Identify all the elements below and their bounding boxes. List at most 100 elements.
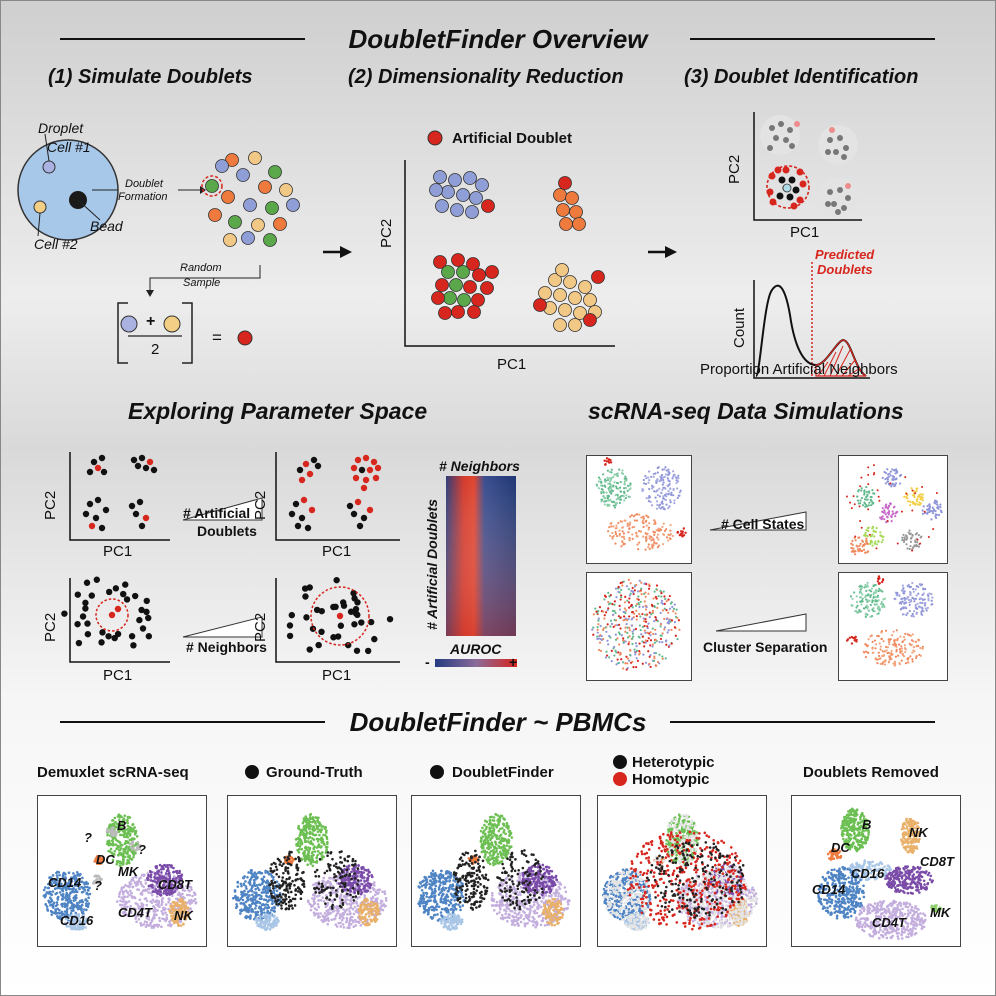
simulated-cell	[215, 159, 229, 173]
cd14-cluster	[257, 888, 261, 892]
simulated-cell	[221, 190, 235, 204]
cd4t-cluster	[147, 891, 150, 894]
cd8t-cluster	[360, 882, 364, 886]
cd4t-cluster	[129, 889, 132, 893]
cluster-green	[472, 268, 486, 282]
cd4t-cluster	[177, 892, 181, 896]
nk-cluster	[169, 911, 172, 915]
cd4t-cluster	[345, 919, 349, 922]
nk-cluster	[366, 899, 369, 902]
cd8t-cluster	[353, 888, 357, 892]
cd8t-cluster	[146, 878, 150, 882]
simulated-cell	[243, 198, 257, 212]
b-cluster	[321, 838, 324, 841]
cd8t-cluster	[158, 863, 162, 867]
cd14-cluster	[50, 899, 54, 903]
cd14-cluster	[255, 894, 258, 898]
cd8t-cluster	[160, 865, 164, 869]
b-cluster	[308, 835, 312, 839]
b-cluster	[313, 850, 317, 853]
b-cluster	[109, 847, 113, 851]
b-cluster	[315, 816, 319, 820]
cd8t-cluster	[366, 876, 369, 880]
b-cluster	[319, 823, 322, 826]
doublet-cell	[276, 885, 279, 888]
cd8t-cluster	[174, 870, 178, 873]
cd16-cluster	[255, 919, 259, 923]
cd14-cluster	[270, 902, 274, 906]
cd14-cluster	[58, 891, 62, 894]
simulated-cell	[251, 218, 265, 232]
cd14-cluster	[47, 892, 50, 895]
cd4t-cluster	[351, 907, 355, 911]
cd14-cluster	[253, 902, 257, 905]
cd8t-cluster	[370, 875, 374, 879]
simulated-cell	[273, 217, 287, 231]
cluster-green	[441, 265, 455, 279]
b-cluster	[308, 816, 312, 819]
b-cluster	[308, 831, 312, 834]
cd8t-cluster	[360, 874, 364, 878]
b-cluster	[303, 859, 307, 863]
b-cluster	[128, 826, 131, 829]
cd4t-cluster	[326, 922, 330, 926]
nk-cluster	[377, 912, 380, 916]
cd14-cluster	[252, 875, 256, 878]
cd4t-cluster	[342, 908, 345, 911]
cd4t-cluster	[336, 907, 340, 910]
nk-cluster	[181, 899, 185, 903]
cd4t-cluster	[339, 925, 343, 928]
cd4t-cluster	[161, 912, 165, 916]
b-cluster	[322, 842, 326, 846]
cluster-tan	[563, 275, 577, 289]
cd14-cluster	[72, 909, 75, 912]
cd16-cluster	[272, 922, 276, 926]
nk-cluster	[374, 919, 378, 923]
cd14-cluster	[50, 910, 54, 914]
cd4t-cluster	[150, 893, 154, 897]
cd4t-cluster	[121, 900, 125, 904]
b-cluster	[311, 833, 315, 836]
cd14-cluster	[79, 905, 83, 908]
cd14-cluster	[72, 896, 76, 900]
cluster-tan	[538, 286, 552, 300]
cd4t-cluster	[342, 913, 346, 916]
nk-cluster	[369, 920, 373, 923]
cd8t-cluster	[340, 879, 344, 882]
cd4t-cluster	[337, 921, 341, 925]
b-cluster	[315, 837, 319, 841]
simulated-cell	[223, 233, 237, 247]
cd14-cluster	[258, 893, 261, 897]
cd4t-cluster	[350, 915, 354, 919]
b-cluster	[120, 843, 124, 847]
cd4t-cluster	[352, 925, 356, 929]
doublet-cell	[287, 907, 291, 911]
cd16-cluster	[265, 913, 269, 917]
cd4t-cluster	[161, 897, 165, 900]
cd14-cluster	[72, 903, 76, 907]
cd4t-cluster	[158, 905, 161, 909]
cd14-cluster	[86, 904, 90, 908]
cd14-cluster	[61, 895, 65, 898]
cd4t-cluster	[345, 908, 349, 911]
dc-cluster	[290, 856, 294, 860]
b-cluster	[131, 827, 134, 831]
cd4t-cluster	[165, 917, 169, 921]
cd16-cluster	[268, 917, 272, 920]
droplet-label: Droplet	[38, 120, 84, 136]
nk-cluster	[363, 903, 367, 906]
simulated-cell	[208, 208, 222, 222]
random-sample-label-2: Sample	[183, 277, 221, 289]
cd4t-cluster	[152, 904, 155, 908]
cd14-cluster	[271, 906, 274, 910]
nk-cluster	[375, 905, 379, 909]
cd14-cluster	[273, 910, 276, 913]
b-cluster	[126, 818, 129, 822]
cd14-cluster	[42, 894, 46, 898]
cd4t-cluster	[314, 882, 317, 885]
page-title: DoubletFinder Overview	[348, 24, 648, 54]
doublet-highlight-ring	[201, 175, 223, 197]
b-cluster	[135, 835, 139, 838]
b-cluster	[122, 849, 126, 853]
step-dimred-title: (2) Dimensionality Reduction	[348, 66, 624, 88]
